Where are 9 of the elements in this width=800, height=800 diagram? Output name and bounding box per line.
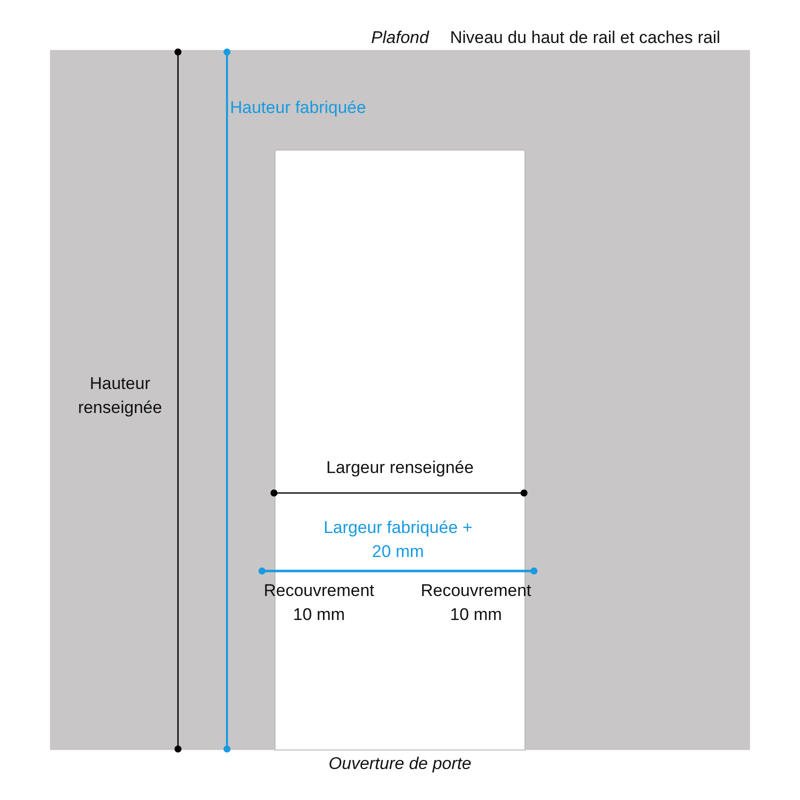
overlap-label: Recouvrement 10 mm bbox=[262, 580, 376, 626]
overlap-label: Recouvrement 10 mm bbox=[420, 580, 532, 626]
dimension-label: Largeur renseignée bbox=[325, 457, 475, 479]
door-opening-label: Ouverture de porte bbox=[328, 753, 472, 775]
ceiling-label: Plafond bbox=[370, 27, 430, 49]
dimension-label: Hauteur renseignée bbox=[76, 373, 164, 419]
dimension-label: Largeur fabriquée + 20 mm bbox=[322, 517, 474, 563]
rail-level-label: Niveau du haut de rail et caches rail bbox=[450, 27, 722, 49]
dimension-label: Hauteur fabriquée bbox=[230, 97, 368, 119]
